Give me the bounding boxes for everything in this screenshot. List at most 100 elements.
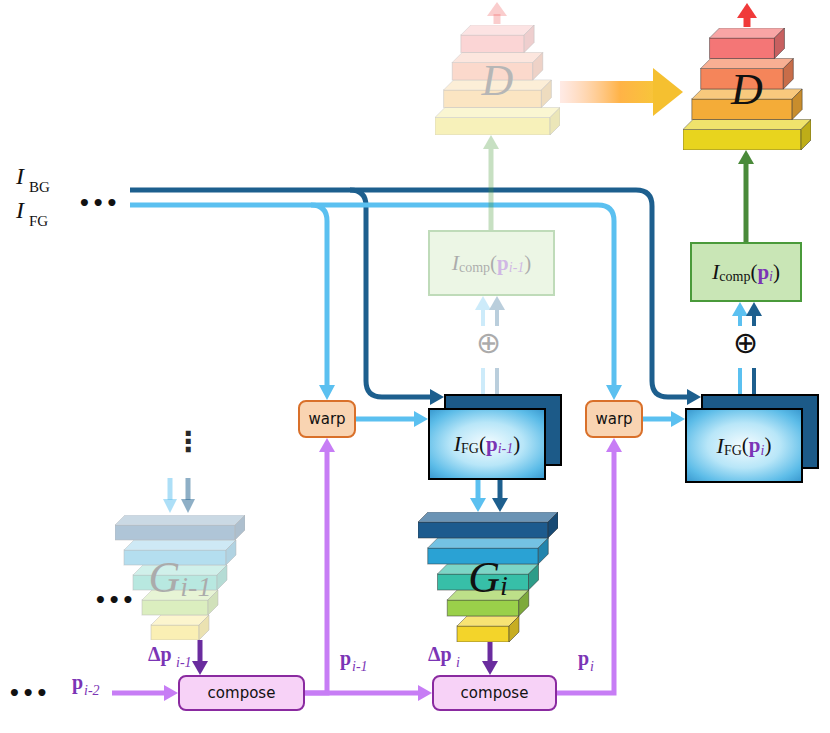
node-label: ( — [479, 432, 486, 457]
pyramid-layer — [151, 615, 209, 640]
pyramid-layer — [710, 28, 785, 59]
node-label: D — [731, 64, 763, 115]
output-arrow — [744, 17, 751, 27]
node-label: p — [757, 260, 769, 285]
warp-box: warp — [585, 400, 643, 438]
image-stack-box: IFG(pi-1) — [428, 408, 546, 480]
arrow-head — [653, 68, 683, 116]
arrow-head — [430, 389, 444, 405]
connector-arrow — [356, 411, 428, 427]
connector-arrow — [643, 411, 685, 427]
connector-line — [557, 449, 614, 693]
node-label: compose — [208, 684, 276, 702]
compose-box: compose — [432, 675, 557, 711]
arrow-head — [738, 150, 754, 164]
generator-pyramid: Gi — [418, 512, 558, 642]
node-text: compose — [180, 677, 303, 709]
discriminator-pyramid: D — [435, 25, 560, 135]
node-label: warp — [595, 410, 632, 428]
node-label: I — [712, 259, 719, 285]
connector-arrow — [732, 302, 762, 408]
update-subscript: i-1 — [176, 656, 192, 670]
node-text: IFG(pi) — [685, 408, 803, 483]
compose-box: compose — [178, 675, 305, 711]
node-text: warp — [587, 402, 641, 436]
input-symbol: I — [16, 198, 24, 222]
connector-arrow — [738, 150, 754, 242]
node-label: G — [468, 552, 500, 603]
pyramid-layer — [461, 25, 534, 53]
node-text: warp — [300, 402, 354, 436]
param-subscript: i-1 — [352, 660, 368, 674]
node-label: ) — [764, 433, 771, 458]
node-label: ) — [524, 251, 531, 276]
node-text: Gi-1 — [115, 515, 245, 640]
arrow-head — [489, 296, 505, 310]
connector-arrow — [560, 68, 683, 116]
node-label: i-1 — [180, 571, 211, 603]
connector-arrow — [483, 135, 499, 230]
ellipsis: ••• — [78, 193, 119, 213]
connector-line — [305, 449, 327, 693]
node-text: D — [435, 25, 560, 135]
fg-input-line — [168, 478, 173, 500]
pyramid-layer — [418, 512, 558, 538]
update-symbol: Δp — [148, 644, 172, 664]
connector-line — [476, 480, 481, 501]
arrow-head — [671, 411, 685, 427]
arrow-head — [475, 296, 491, 310]
connector-line — [356, 417, 417, 422]
ellipsis: ••• — [94, 590, 135, 610]
arrow-head — [746, 302, 762, 316]
node-label: p — [749, 433, 761, 458]
arrow-head — [492, 498, 508, 512]
arrow-head — [164, 685, 178, 701]
param-subscript: i — [590, 660, 594, 674]
bg-input-line — [186, 478, 191, 500]
node-label: ( — [490, 251, 497, 276]
node-label: ( — [750, 260, 757, 285]
param-input-line — [112, 691, 166, 696]
node-label: ( — [742, 433, 749, 458]
arrow-head — [487, 2, 507, 16]
node-label: compose — [461, 684, 529, 702]
connector-arrow — [192, 640, 208, 675]
arrow-head — [482, 661, 498, 675]
node-label: FG — [461, 441, 479, 457]
connector-line — [305, 691, 421, 696]
input-subscript: FG — [29, 214, 48, 229]
node-label: G — [149, 552, 181, 603]
node-label: p — [497, 251, 509, 276]
node-label: warp — [308, 410, 345, 428]
connector-arrow — [482, 642, 498, 675]
node-label: p — [486, 432, 498, 457]
fg-input-line — [130, 205, 327, 386]
node-text: Icomp(pi-1) — [430, 232, 553, 294]
node-label: FG — [724, 443, 742, 459]
connector-arrow — [470, 480, 508, 512]
composite-image-box: Icomp(pi-1) — [428, 230, 555, 296]
node-label: i — [761, 443, 765, 459]
bg-input-line — [130, 190, 689, 397]
arrow-head — [606, 438, 622, 452]
connector-line — [744, 161, 749, 242]
node-label: D — [482, 55, 514, 106]
arrow-head — [470, 498, 486, 512]
node-label: i — [500, 570, 508, 602]
node-label: i — [769, 269, 773, 285]
generator-pyramid: Gi-1 — [115, 515, 245, 640]
arrow-head — [181, 499, 195, 513]
node-label: i-1 — [498, 441, 514, 457]
node-text: Icomp(pi) — [692, 244, 800, 300]
ellipsis: ⋮ — [174, 428, 202, 456]
input-subscript: BG — [29, 180, 50, 195]
node-text: Gi — [418, 512, 558, 642]
node-label: ) — [513, 432, 520, 457]
bg-input-line — [350, 190, 432, 397]
node-label: I — [454, 431, 461, 457]
pyramid-layer — [457, 616, 519, 642]
pyramid-layer — [683, 120, 811, 151]
node-label: I — [452, 250, 459, 276]
connector-line — [198, 640, 203, 664]
node-text: D — [683, 28, 811, 150]
